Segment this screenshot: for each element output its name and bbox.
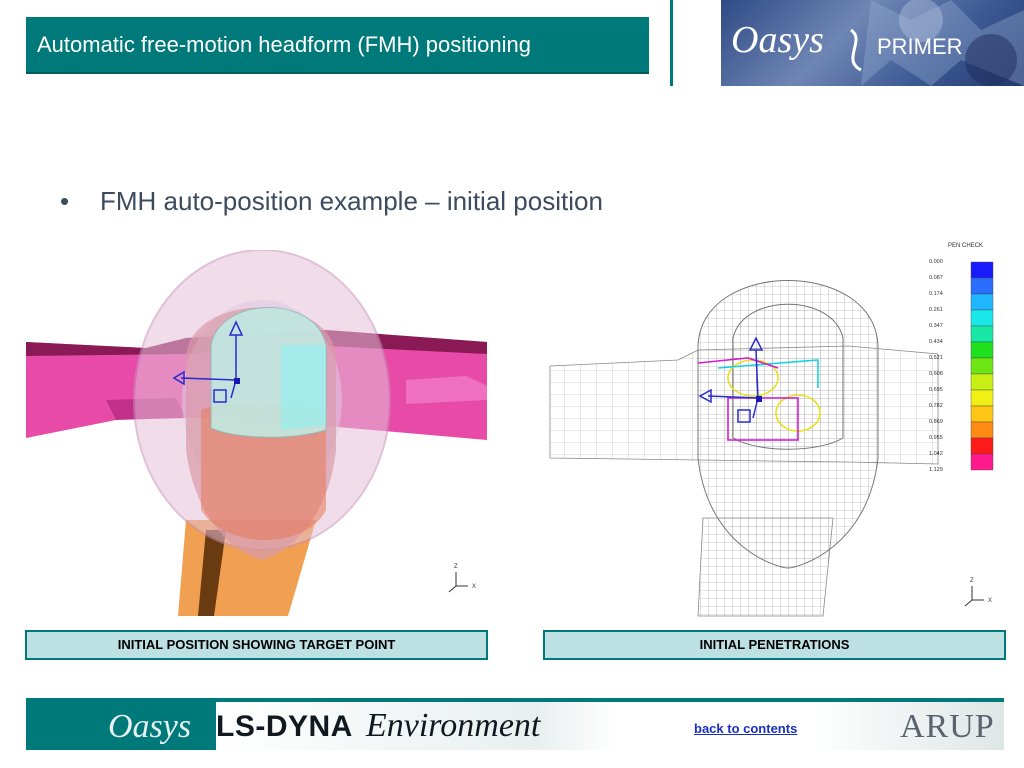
axis-z-label-left: Z [454, 564, 458, 570]
legend-color-swatch [970, 357, 994, 375]
legend-value-label: 0.955 [929, 435, 943, 441]
axis-z-label-right: Z [970, 578, 974, 584]
caption-initial-penetrations: INITIAL PENETRATIONS [543, 630, 1006, 660]
legend-color-swatch [970, 325, 994, 343]
axis-triad-right [964, 586, 984, 607]
legend-value-label: 0.521 [929, 355, 943, 361]
axis-x-label-right: X [988, 598, 992, 604]
legend-color-swatch [970, 277, 994, 295]
slide-title: Automatic free-motion headform (FMH) pos… [37, 32, 531, 57]
initial-penetrations-image: PEN CHECK 0.000 0.087 0.174 0.261 0.347 0.434… [548, 238, 1004, 618]
legend-value-label: 0.608 [929, 371, 943, 377]
footer-rule [26, 698, 1004, 702]
legend-color-swatch [970, 261, 994, 279]
footer-lsdyna-text: LS-DYNA [216, 710, 353, 743]
logo-primer-text: PRIMER [877, 34, 963, 59]
legend-color-swatch [970, 437, 994, 455]
legend-color-swatch [970, 421, 994, 439]
legend-value-label: 0.087 [929, 275, 943, 281]
legend-color-swatch [970, 293, 994, 311]
legend-color-swatch [970, 405, 994, 423]
axis-x-label-left: X [472, 584, 476, 590]
bullet-text: FMH auto-position example – initial posi… [100, 186, 603, 216]
back-to-contents-link[interactable]: back to contents [694, 721, 798, 736]
legend-value-label: 0.695 [929, 387, 943, 393]
footer-arup-band: ARUP [812, 702, 1004, 750]
footer-lsdyna-band: LS-DYNA Environment [216, 702, 616, 750]
logo-background-graphic [849, 0, 1024, 86]
legend-color-swatch [970, 309, 994, 327]
legend-value-label: 1.129 [929, 467, 943, 473]
legend-value-label: 0.782 [929, 403, 943, 409]
oasys-primer-logo: Oasys PRIMER [721, 0, 1024, 86]
legend-value-label: 0.261 [929, 307, 943, 313]
slide-title-bar: Automatic free-motion headform (FMH) pos… [26, 17, 649, 72]
legend-value-label: 0.000 [929, 259, 943, 265]
legend-value-label: 0.174 [929, 291, 943, 297]
caption-initial-position: INITIAL POSITION SHOWING TARGET POINT [25, 630, 488, 660]
footer-banner: Oasys LS-DYNA Environment back to conten… [26, 702, 1004, 750]
bullet-point: • FMH auto-position example – initial pos… [60, 186, 603, 217]
arup-logo-text: ARUP [900, 708, 995, 745]
legend-value-label: 0.434 [929, 339, 943, 345]
title-underline [26, 72, 649, 74]
legend-color-swatch [970, 373, 994, 391]
legend-color-swatch [970, 341, 994, 359]
footer-environment-text: Environment [366, 707, 541, 744]
legend-value-label: 0.869 [929, 419, 943, 425]
footer-oasys-band: Oasys [26, 702, 216, 750]
footer-oasys-logo: Oasys [108, 708, 192, 745]
logo-oasys-text: Oasys [731, 19, 824, 61]
bullet-marker: • [60, 186, 70, 216]
legend-title: PEN CHECK [948, 243, 983, 249]
fmh-initial-position-image: Z X [26, 250, 487, 616]
legend-value-label: 0.347 [929, 323, 943, 329]
legend-value-label: 1.042 [929, 451, 943, 457]
legend-color-swatch [970, 389, 994, 407]
pen-check-legend: 0.000 0.087 0.174 0.261 0.347 0.434 0.521 0.608… [929, 259, 994, 473]
header-divider [670, 0, 673, 86]
legend-color-swatch [970, 453, 994, 471]
axis-triad-left [448, 572, 468, 593]
